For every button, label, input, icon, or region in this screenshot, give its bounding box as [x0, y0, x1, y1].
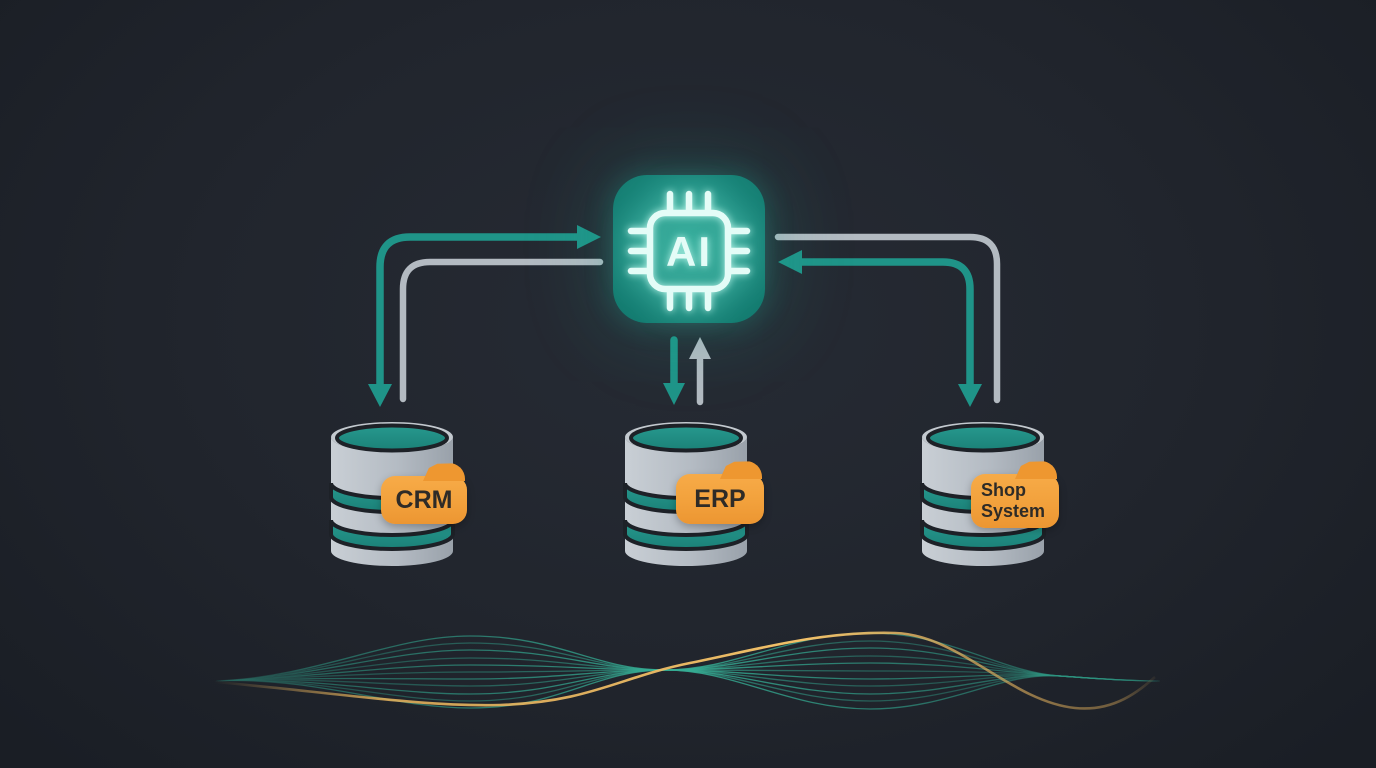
ai-chip-icon: AI — [627, 190, 751, 312]
arrow-ai-to-erp-teal — [663, 336, 685, 405]
ai-chip-label: AI — [666, 228, 712, 275]
arrow-erp-to-ai-gray — [689, 337, 711, 406]
label-shop-system-text: Shop System — [981, 480, 1046, 521]
arrow-crm-to-ai-teal — [368, 225, 601, 407]
label-fold-decoration — [423, 463, 465, 481]
arrow-shop-to-ai-teal — [778, 250, 982, 407]
wave-orange-accent — [214, 631, 1156, 710]
line-ai-to-crm-gray — [399, 258, 604, 403]
line-ai-to-shop-gray — [774, 233, 1001, 404]
label-fold-decoration — [720, 461, 762, 479]
label-shop-system: Shop System — [971, 461, 1059, 528]
label-fold-decoration — [1015, 461, 1057, 479]
label-erp: ERP — [676, 461, 764, 524]
label-erp-text: ERP — [694, 484, 746, 513]
label-crm-text: CRM — [395, 485, 453, 514]
label-crm: CRM — [381, 463, 467, 524]
wave-decoration — [214, 632, 1161, 710]
ai-chip-node: AI — [613, 175, 765, 323]
